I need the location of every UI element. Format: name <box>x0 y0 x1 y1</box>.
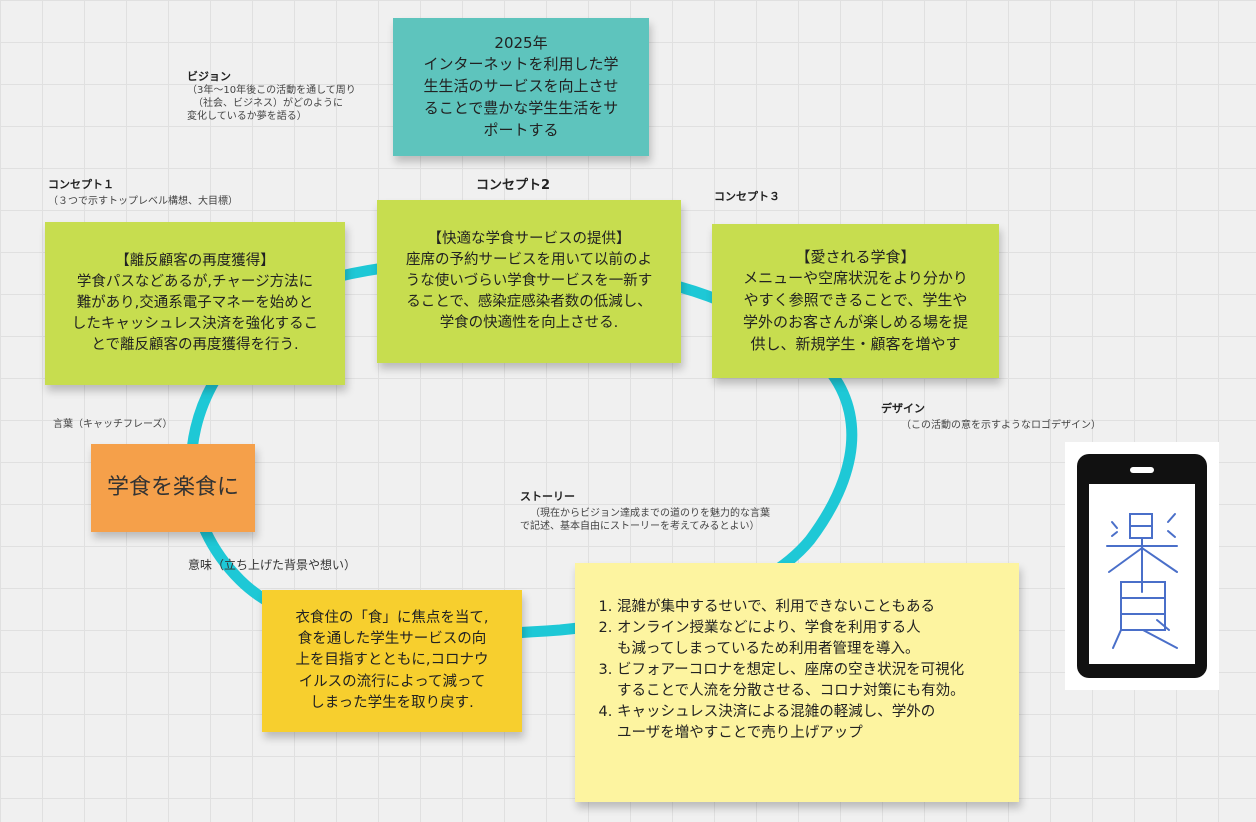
story-sticky-note[interactable]: 混雑が集中するせいで、利用できないこともある オンライン授業などにより、学食を利… <box>575 563 1019 802</box>
concept3-sticky-note[interactable]: 【愛される学食】 メニューや空席状況をより分かり やすく参照できることで、学生や… <box>712 224 999 378</box>
meaning-sticky-note[interactable]: 衣食住の「食」に焦点を当て, 食を通した学生サービスの向 上を目指すとともに,コ… <box>262 590 522 732</box>
concept2-label: コンセプト2 <box>476 178 551 193</box>
logo-design-card[interactable] <box>1065 442 1219 690</box>
story-item: ビフォアーコロナを想定し、座席の空き状況を可視化 することで人流を分散させる、コ… <box>617 660 965 702</box>
concept3-label: コンセプト３ <box>714 190 780 203</box>
story-item: オンライン授業などにより、学食を利用する人 も減ってしまっているため利用者管理を… <box>617 618 965 660</box>
vision-sticky-note[interactable]: 2025年 インターネットを利用した学 生生活のサービスを向上させ ることで豊か… <box>393 18 649 156</box>
catchphrase-label: 言葉（キャッチフレーズ） <box>53 419 173 430</box>
smartphone-logo-icon <box>1077 454 1207 678</box>
concept2-sticky-note[interactable]: 【快適な学食サービスの提供】 座席の予約サービスを用いて以前のよ うな使いづらい… <box>377 200 681 363</box>
concept1-label: コンセプト１ （３つで示すトップレベル構想、大目標） <box>48 178 238 208</box>
vision-label: ビジョン （3年～10年後この活動を通して周り （社会、ビジネス）がどのように … <box>187 70 356 123</box>
meaning-label: 意味（立ち上げた背景や想い） <box>188 558 357 572</box>
design-label: デザイン （この活動の意を示すようなロゴデザイン） <box>881 402 1101 432</box>
story-list: 混雑が集中するせいで、利用できないこともある オンライン授業などにより、学食を利… <box>595 597 965 744</box>
catchphrase-sticky-note[interactable]: 学食を楽食に <box>91 444 255 532</box>
story-item: 混雑が集中するせいで、利用できないこともある <box>617 597 965 618</box>
story-item: キャッシュレス決済による混雑の軽減し、学外の ユーザを増やすことで売り上げアップ <box>617 702 965 744</box>
story-label: ストーリー （現在からビジョン達成までの道のりを魅力的な言葉 で記述、基本自由に… <box>520 490 770 533</box>
concept1-sticky-note[interactable]: 【離反顧客の再度獲得】 学食パスなどあるが,チャージ方法に 難があり,交通系電子… <box>45 222 345 385</box>
